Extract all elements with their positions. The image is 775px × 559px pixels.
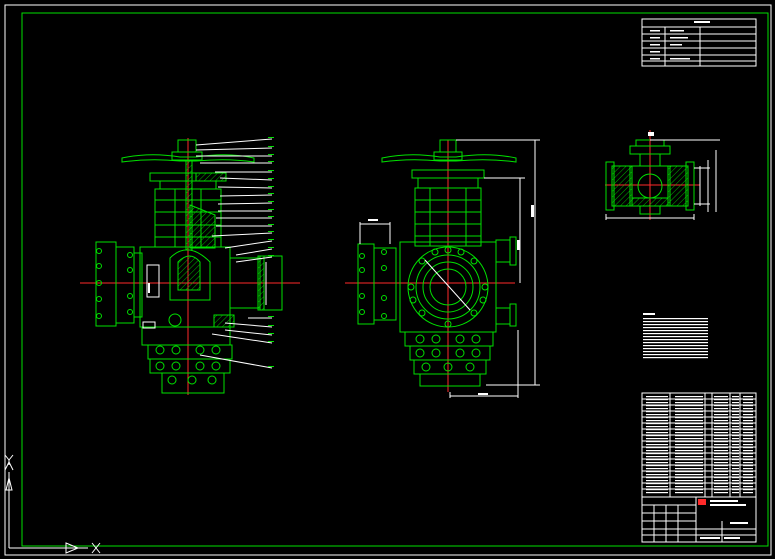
technical-notes: [643, 313, 708, 360]
parts-list-table: [641, 392, 757, 498]
drawing-frame: [4, 4, 772, 556]
ucs-icon[interactable]: [4, 454, 101, 554]
ucs-x-axis-icon: [9, 542, 101, 554]
side-detail-view: [605, 130, 720, 220]
left-section-view: [80, 137, 300, 395]
title-block: [641, 496, 757, 543]
top-right-table: [641, 18, 757, 67]
front-view: [148, 139, 540, 398]
ucs-y-axis-icon: [4, 454, 14, 548]
